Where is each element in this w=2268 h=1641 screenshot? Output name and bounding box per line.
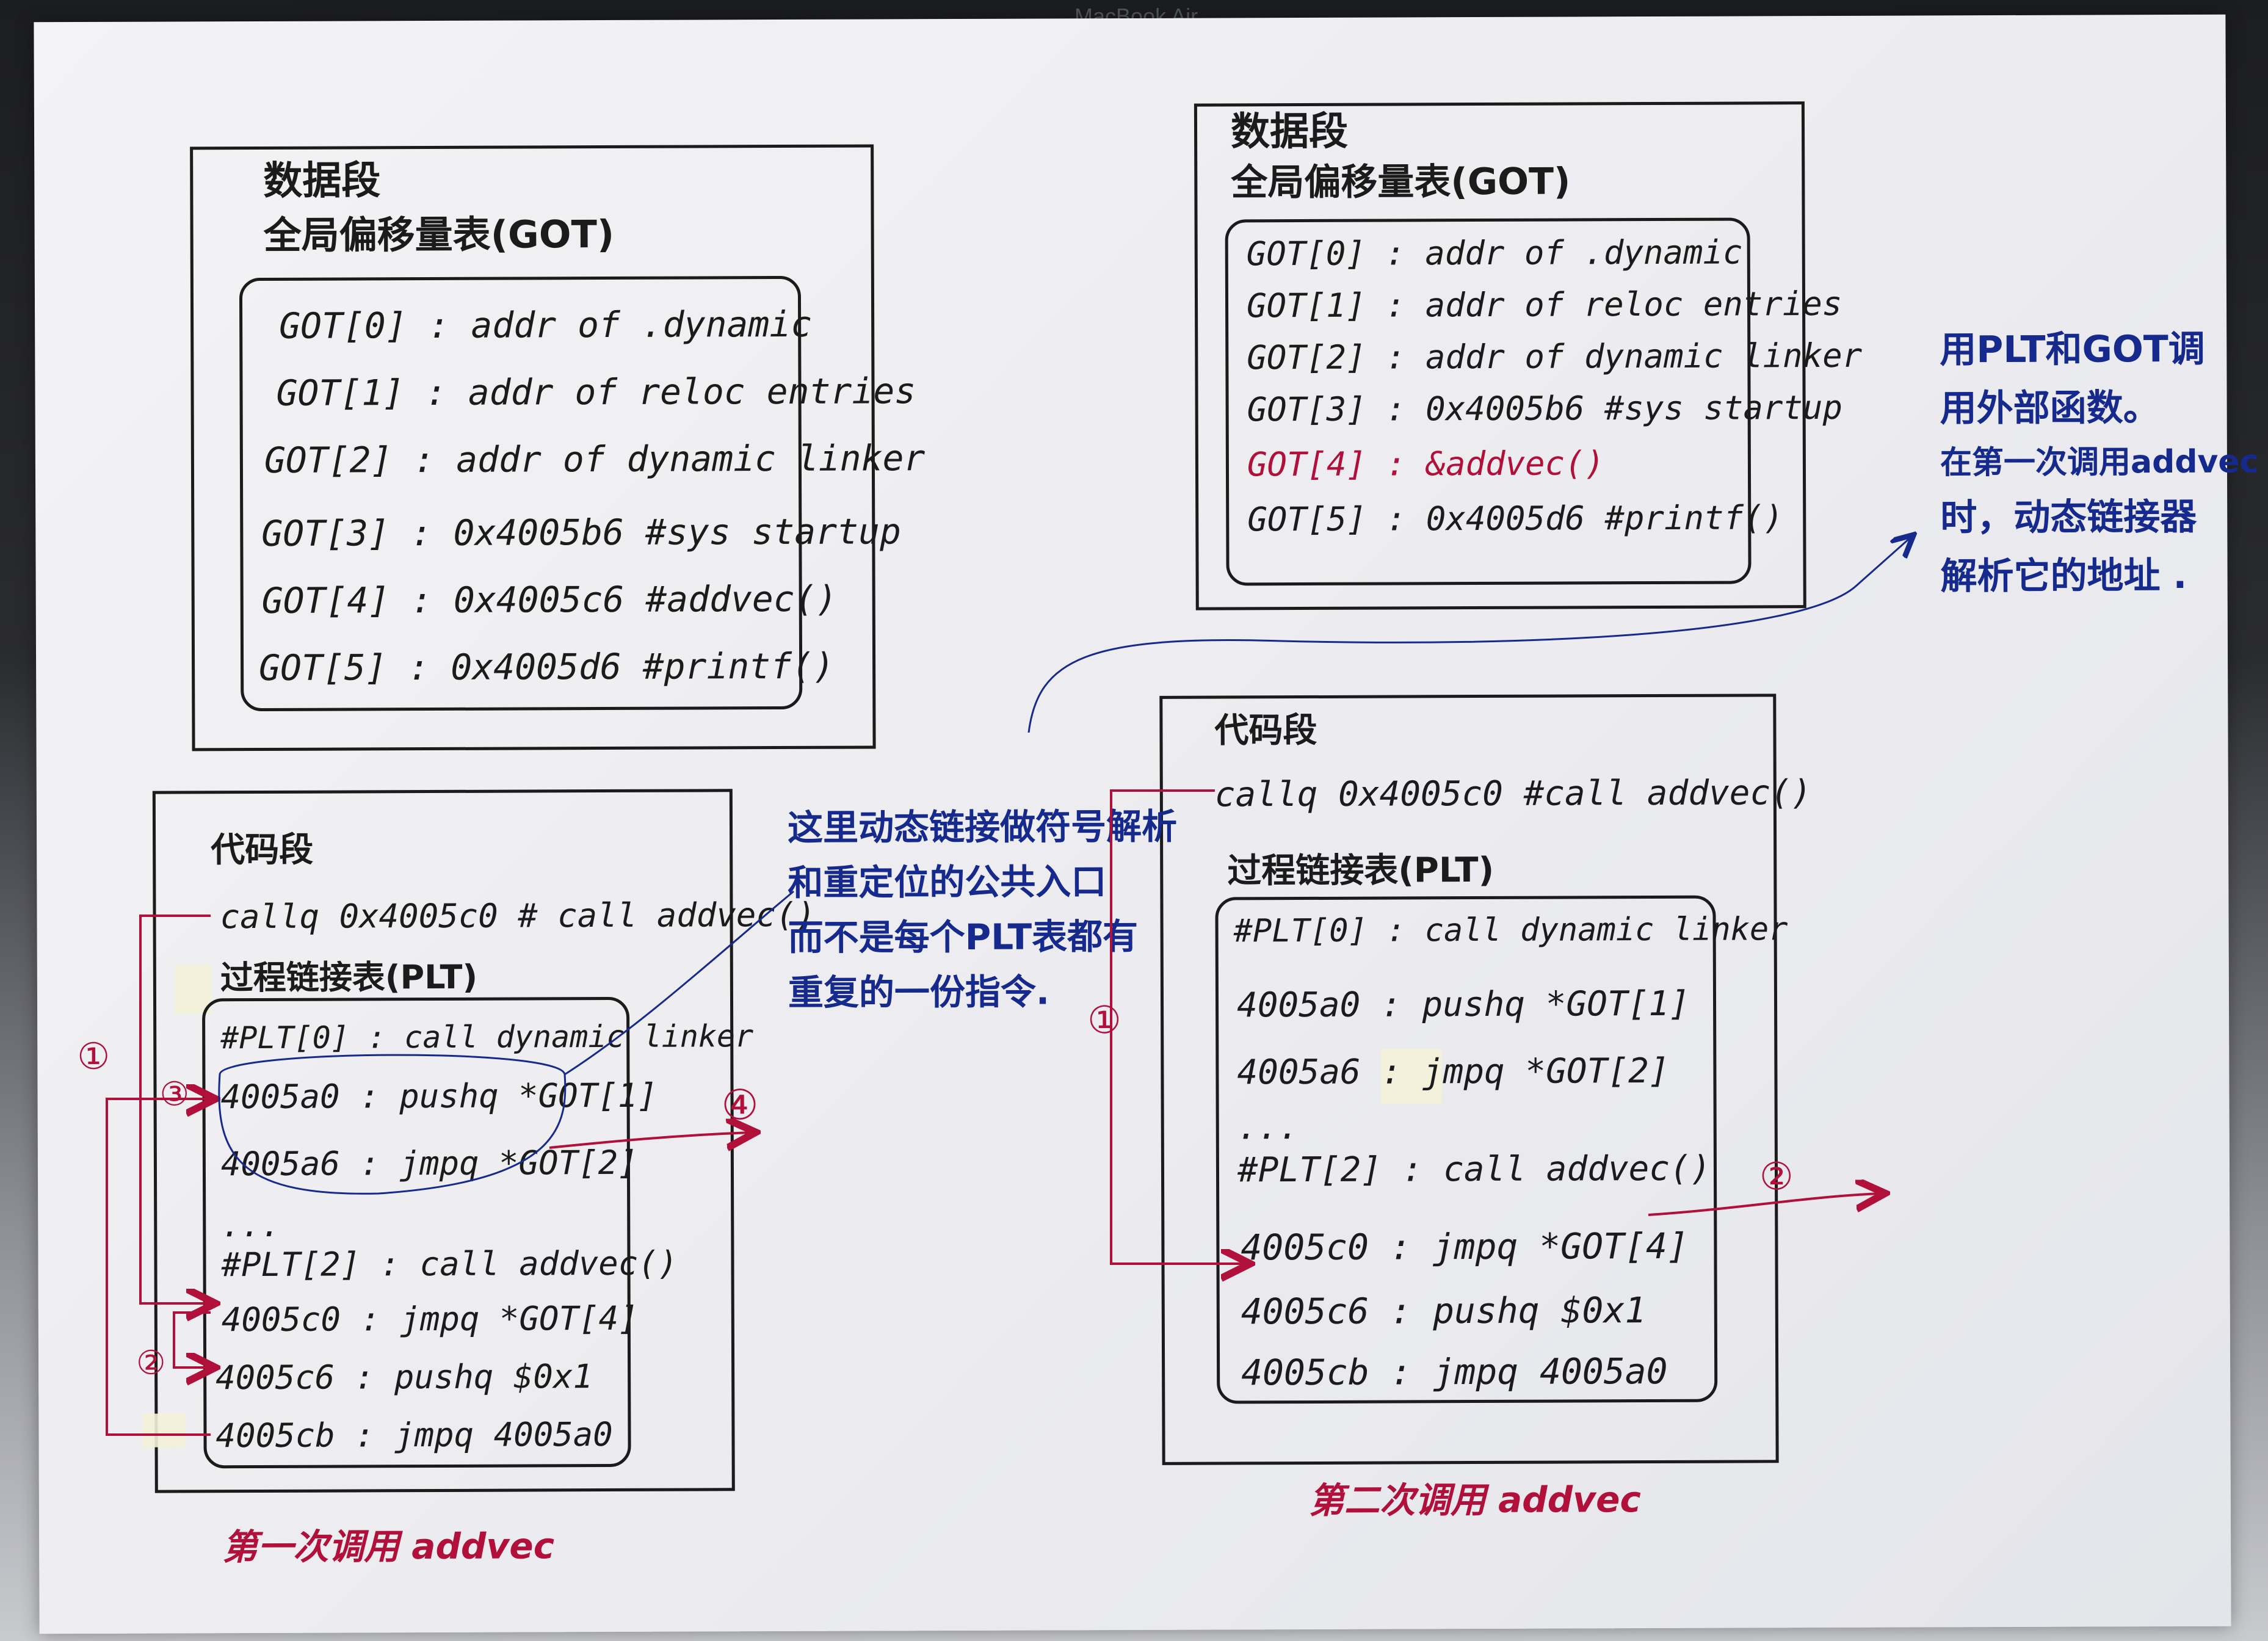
blue-leader-middle <box>564 890 794 1076</box>
arrow-to-addvec-right <box>1648 1194 1880 1216</box>
arrow-call-to-plt2 <box>139 915 211 1303</box>
arrow-got4-to-push <box>173 1311 211 1368</box>
arrow-jmp-to-plt0 <box>106 1099 211 1436</box>
arrow-call-to-plt2-right <box>1110 789 1245 1264</box>
plt0-highlight-loop <box>218 1054 567 1195</box>
arrow-to-dynamic-linker <box>549 1132 751 1148</box>
blue-leader-right <box>1027 537 1911 733</box>
